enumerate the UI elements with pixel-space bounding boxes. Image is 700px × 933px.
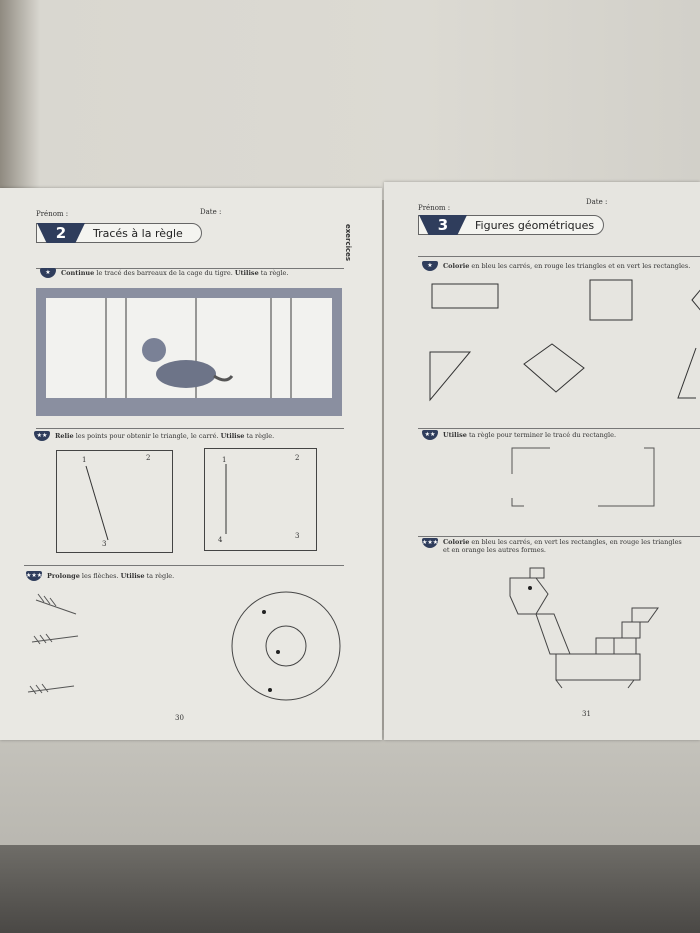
- point-label: 3: [295, 532, 300, 540]
- star-badge-icon: ★★: [422, 430, 438, 440]
- tangram-bird-figure: [509, 567, 659, 689]
- triangle-dots-box: [56, 450, 173, 553]
- prenom-label: Prénom :: [36, 210, 69, 218]
- exercise-3-instruction: ★★★ Colorie en bleu les carrés, en vert …: [422, 538, 682, 554]
- exercise-1-instruction: ★ Continue le tracé des barreaux de la c…: [40, 268, 288, 278]
- left-page: Prénom : Date : 2 Tracés à la règle exer…: [0, 188, 382, 740]
- section-header: 3 Figures géométriques: [418, 215, 604, 235]
- date-label: Date :: [200, 208, 222, 216]
- date-label: Date :: [586, 198, 608, 206]
- side-label: exercices: [344, 224, 352, 262]
- point-label: 2: [146, 454, 151, 462]
- right-page: Prénom : Date : 3 Figures géométriques ★…: [384, 182, 700, 740]
- shapes-to-color: [429, 279, 700, 402]
- exercise-1-instruction: ★ Colorie en bleu les carrés, en rouge l…: [422, 261, 690, 271]
- wall-background: [0, 0, 700, 200]
- incomplete-rectangle: [511, 447, 655, 507]
- square-dots-box: [204, 448, 317, 551]
- arrows-and-circles: [27, 591, 341, 701]
- page-number: 30: [175, 714, 184, 722]
- exercise-2-instruction: ★★ Utilise ta règle pour terminer le tra…: [422, 430, 616, 440]
- point-label: 1: [222, 456, 227, 464]
- point-label: 1: [82, 456, 87, 464]
- tiger-icon: [142, 338, 234, 388]
- exercise-3-instruction: ★★★ Prolonge les flèches. Utilise ta règ…: [26, 571, 175, 581]
- point-label: 4: [218, 536, 223, 544]
- prenom-label: Prénom :: [418, 204, 451, 212]
- tiger-cage-illustration: [36, 288, 342, 416]
- section-title: Tracés à la règle: [93, 226, 183, 240]
- star-badge-icon: ★★: [34, 431, 50, 441]
- table-surface: [0, 730, 700, 850]
- section-number: 2: [37, 223, 85, 243]
- table-edge: [0, 845, 700, 933]
- section-title: Figures géométriques: [475, 218, 595, 232]
- section-number: 3: [419, 215, 467, 235]
- star-badge-icon: ★: [422, 261, 438, 271]
- exercise-2-instruction: ★★ Relie les points pour obtenir le tria…: [34, 431, 274, 441]
- star-badge-icon: ★: [40, 268, 56, 278]
- point-label: 3: [102, 540, 107, 548]
- star-badge-icon: ★★★: [422, 538, 439, 548]
- point-label: 2: [295, 454, 300, 462]
- page-number: 31: [582, 710, 591, 718]
- star-badge-icon: ★★★: [26, 571, 43, 581]
- section-header: 2 Tracés à la règle: [36, 223, 202, 243]
